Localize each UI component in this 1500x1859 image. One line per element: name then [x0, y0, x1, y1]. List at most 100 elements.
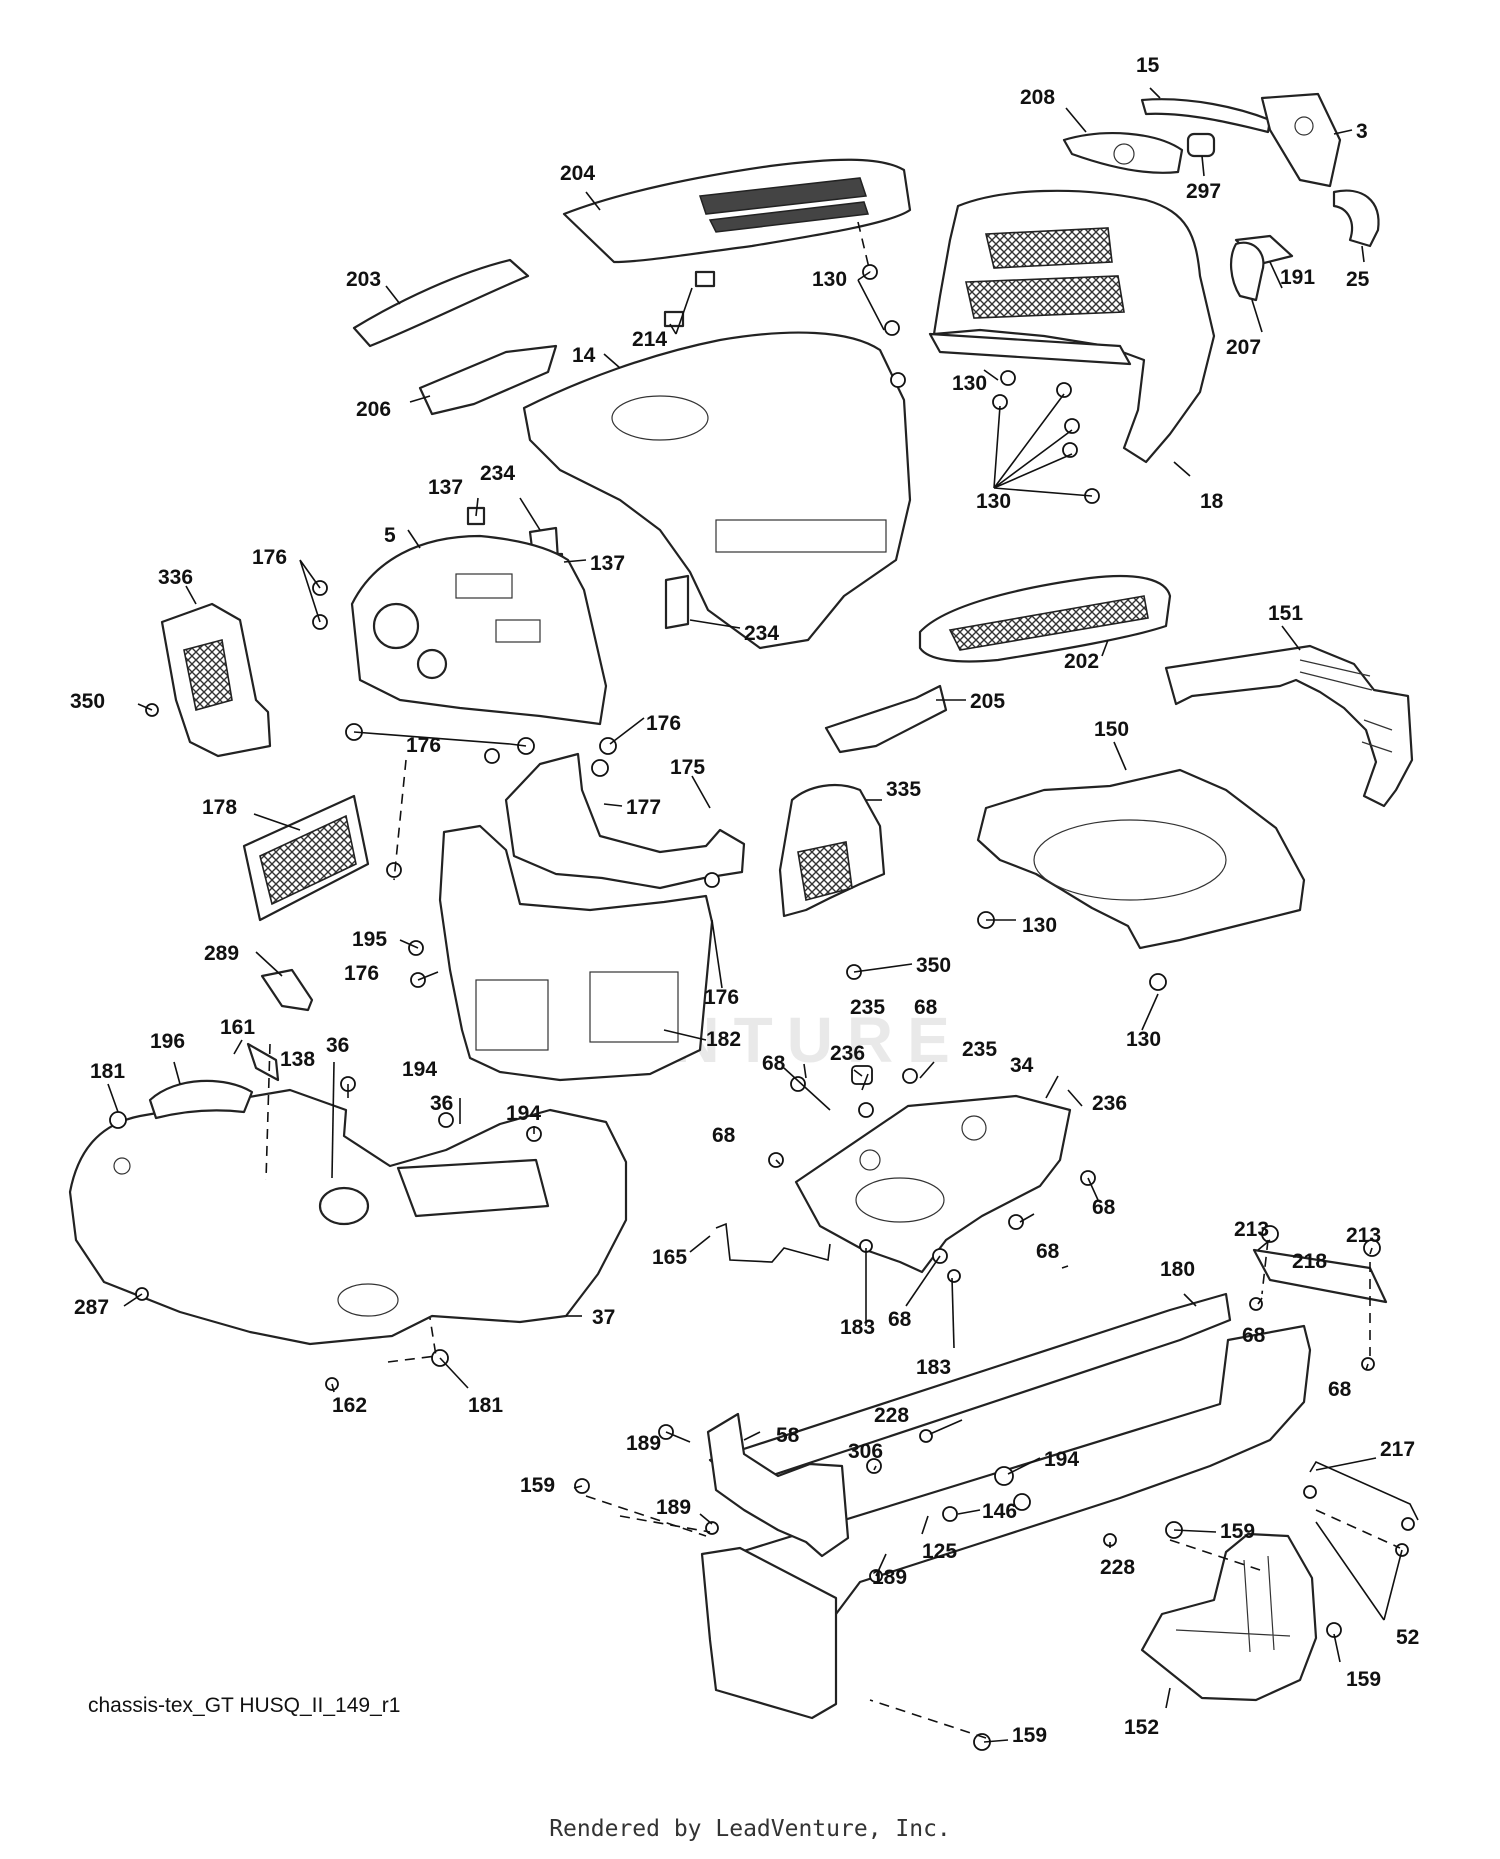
part-label: 228 [874, 1404, 909, 1427]
fastener [1401, 1517, 1415, 1531]
fastener [1008, 1214, 1024, 1230]
part-label: 289 [204, 942, 239, 965]
fastener [484, 748, 500, 764]
part-14-panel [715, 519, 887, 553]
part-label: 138 [280, 1048, 315, 1071]
part-151 [1164, 644, 1414, 808]
part-34-hole [961, 1115, 987, 1141]
part-234b [664, 574, 690, 630]
part-label: 180 [1160, 1258, 1195, 1281]
part-label: 287 [74, 1296, 109, 1319]
part-label: 189 [626, 1432, 661, 1455]
part-335-mesh [797, 841, 853, 901]
part-label: 236 [830, 1042, 865, 1065]
part-label: 159 [1012, 1724, 1047, 1747]
part-175 [504, 752, 746, 890]
part-label: 213 [1346, 1224, 1381, 1247]
fastener [866, 1458, 882, 1474]
fastener [919, 1429, 933, 1443]
part-label: 214 [632, 328, 667, 351]
part-label: 189 [656, 1496, 691, 1519]
part-label: 68 [1328, 1378, 1352, 1401]
part-18-grille-lower [965, 275, 1125, 319]
part-label: 159 [520, 1474, 555, 1497]
part-label: 208 [1020, 86, 1055, 109]
part-37-hole [337, 1283, 399, 1317]
part-label: 152 [1124, 1716, 1159, 1739]
fasteners [109, 264, 1415, 1751]
fastener [858, 1102, 874, 1118]
part-drawings [68, 92, 1419, 1720]
part-165 [715, 1222, 831, 1263]
part-3-detail [1294, 116, 1314, 136]
part-label: 68 [1092, 1196, 1116, 1219]
part-214b [694, 270, 716, 288]
fastener [1149, 973, 1167, 991]
part-152 [1140, 1532, 1318, 1702]
part-label: 176 [704, 986, 739, 1009]
part-label: 177 [626, 796, 661, 819]
part-182-opening [475, 979, 549, 1051]
part-label: 207 [1226, 336, 1261, 359]
fastener [591, 759, 609, 777]
part-5-slot2 [495, 619, 541, 643]
leader-lines [107, 87, 1403, 1743]
fastener [1000, 370, 1016, 386]
part-label: 130 [976, 490, 1011, 513]
part-150-ring [1033, 819, 1227, 901]
part-label: 68 [888, 1308, 912, 1331]
part-label: 159 [1220, 1520, 1255, 1543]
part-label: 165 [652, 1246, 687, 1269]
part-18-lip [928, 332, 1132, 366]
part-3 [1260, 92, 1342, 188]
part-label: 162 [332, 1394, 367, 1417]
part-36-panel [396, 1158, 550, 1218]
part-label: 175 [670, 756, 705, 779]
fastener [790, 1076, 806, 1092]
part-label: 68 [762, 1052, 786, 1075]
part-15 [1140, 98, 1272, 134]
part-5-slot [455, 573, 513, 599]
part-label: 194 [402, 1058, 437, 1081]
part-label: 196 [150, 1030, 185, 1053]
part-label: 181 [90, 1060, 125, 1083]
fastener [942, 1506, 958, 1522]
part-label: 213 [1234, 1218, 1269, 1241]
part-label: 297 [1186, 180, 1221, 203]
part-297 [1186, 132, 1216, 158]
part-14 [522, 331, 912, 650]
part-label: 183 [916, 1356, 951, 1379]
part-label: 15 [1136, 54, 1160, 77]
part-204-vents [698, 177, 870, 233]
part-218 [1252, 1248, 1388, 1304]
part-180 [732, 1324, 1312, 1616]
part-label: 191 [1280, 266, 1315, 289]
part-label: 125 [922, 1540, 957, 1563]
part-label: 176 [406, 734, 441, 757]
part-label: 218 [1292, 1250, 1327, 1273]
part-label: 176 [344, 962, 379, 985]
part-label: 194 [1044, 1448, 1079, 1471]
part-label: 176 [646, 712, 681, 735]
part-label: 202 [1064, 650, 1099, 673]
fastener [1056, 382, 1072, 398]
part-182-opening2 [589, 971, 679, 1043]
part-label: 36 [326, 1034, 349, 1057]
part-label: 68 [1036, 1240, 1060, 1263]
fastener [1064, 418, 1080, 434]
drawing-id: chassis-tex_GT HUSQ_II_149_r1 [88, 1694, 401, 1717]
part-182 [438, 824, 714, 1082]
part-label: 150 [1094, 718, 1129, 741]
part-label: 34 [1010, 1054, 1034, 1077]
part-label: 36 [430, 1092, 453, 1115]
part-217 [1309, 1460, 1419, 1521]
fastener [1261, 1225, 1279, 1243]
part-label: 206 [356, 398, 391, 421]
part-178-mesh [259, 814, 357, 906]
fastener [386, 862, 402, 878]
part-label: 194 [506, 1102, 541, 1125]
part-label: 228 [1100, 1556, 1135, 1579]
fastener [890, 372, 906, 388]
part-label: 37 [592, 1306, 615, 1329]
part-label: 130 [952, 372, 987, 395]
